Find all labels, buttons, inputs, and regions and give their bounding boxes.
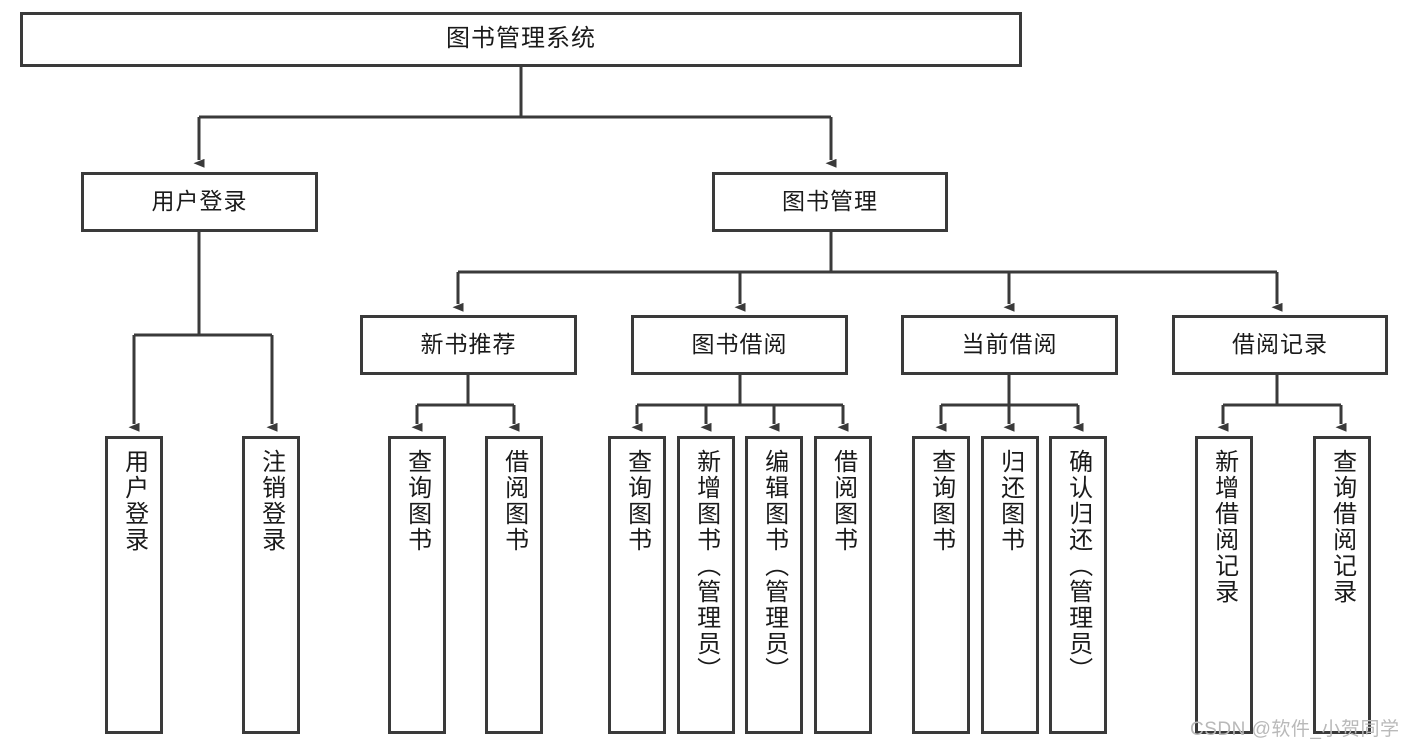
leaf-label: 归还图书 xyxy=(996,449,1024,553)
leaf-current-borrow-query[interactable]: 查询图书 xyxy=(912,436,970,734)
node-borrow-record[interactable]: 借阅记录 xyxy=(1172,315,1388,375)
leaf-current-borrow-return[interactable]: 归还图书 xyxy=(981,436,1039,734)
node-book-borrow-label: 图书借阅 xyxy=(691,331,788,358)
leaf-book-borrow-borrow[interactable]: 借阅图书 xyxy=(814,436,872,734)
leaf-label: 查询图书 xyxy=(927,449,955,553)
node-new-book-recommend[interactable]: 新书推荐 xyxy=(360,315,577,375)
leaf-borrow-record-add[interactable]: 新增借阅记录 xyxy=(1195,436,1253,734)
leaf-user-login-login[interactable]: 用户登录 xyxy=(105,436,163,734)
leaf-label: 借阅图书 xyxy=(829,449,857,553)
leaf-book-borrow-query[interactable]: 查询图书 xyxy=(608,436,666,734)
node-root-label: 图书管理系统 xyxy=(446,25,596,53)
node-root-system[interactable]: 图书管理系统 xyxy=(20,12,1022,67)
leaf-borrow-record-query[interactable]: 查询借阅记录 xyxy=(1313,436,1371,734)
leaf-label: 借阅图书 xyxy=(500,449,528,553)
node-current-borrow-label: 当前借阅 xyxy=(961,331,1058,358)
leaf-label: 新增借阅记录 xyxy=(1210,449,1238,605)
leaf-label: 查询图书 xyxy=(623,449,651,553)
leaf-label: 新增图书（管理员） xyxy=(692,449,720,683)
leaf-book-borrow-edit[interactable]: 编辑图书（管理员） xyxy=(745,436,803,734)
leaf-label: 编辑图书（管理员） xyxy=(760,449,788,683)
leaf-label: 查询图书 xyxy=(403,449,431,553)
leaf-book-borrow-add[interactable]: 新增图书（管理员） xyxy=(677,436,735,734)
leaf-label: 查询借阅记录 xyxy=(1328,449,1356,605)
leaf-label: 用户登录 xyxy=(120,449,148,553)
watermark-credit: CSDN @软件_小贺同学 xyxy=(1190,719,1400,740)
leaf-new-book-borrow[interactable]: 借阅图书 xyxy=(485,436,543,734)
leaf-label: 注销登录 xyxy=(257,449,285,553)
node-book-borrow[interactable]: 图书借阅 xyxy=(631,315,848,375)
node-user-login[interactable]: 用户登录 xyxy=(81,172,318,232)
node-borrow-record-label: 借阅记录 xyxy=(1232,331,1328,358)
leaf-current-borrow-confirm-return[interactable]: 确认归还（管理员） xyxy=(1049,436,1107,734)
leaf-label: 确认归还（管理员） xyxy=(1064,449,1092,683)
leaf-user-login-logout[interactable]: 注销登录 xyxy=(242,436,300,734)
leaf-new-book-query[interactable]: 查询图书 xyxy=(388,436,446,734)
node-book-manage-label: 图书管理 xyxy=(782,188,878,215)
node-book-manage[interactable]: 图书管理 xyxy=(712,172,948,232)
node-user-login-label: 用户登录 xyxy=(151,188,248,215)
node-current-borrow[interactable]: 当前借阅 xyxy=(901,315,1118,375)
node-new-book-recommend-label: 新书推荐 xyxy=(420,331,517,358)
